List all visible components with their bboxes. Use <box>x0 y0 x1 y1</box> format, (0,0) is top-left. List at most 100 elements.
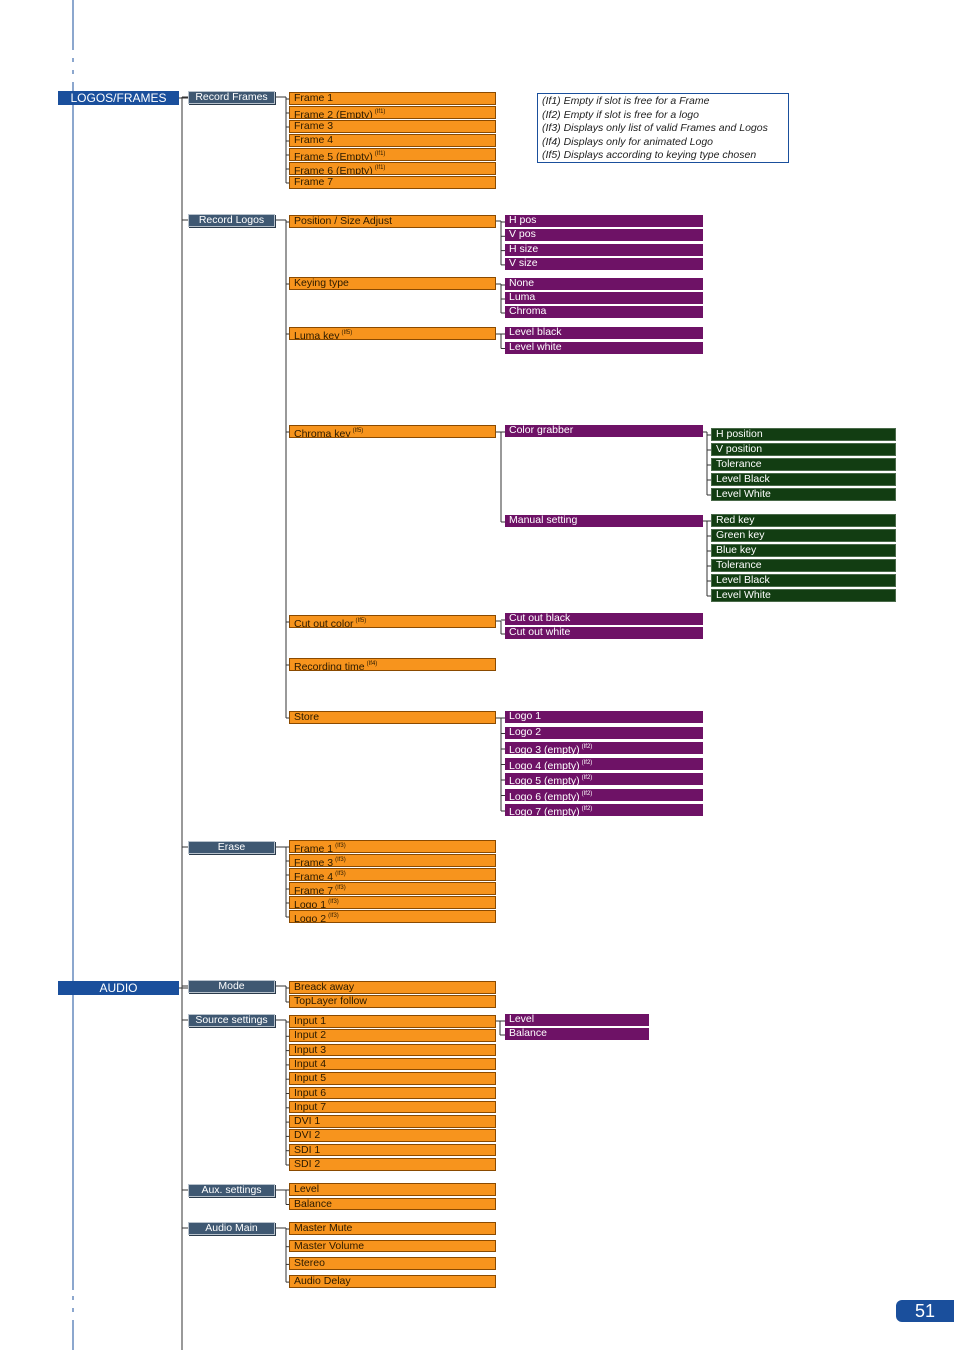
purple-menu-item[interactable]: Luma <box>505 292 703 304</box>
menu-item-label: Level <box>294 1183 320 1195</box>
orange-menu-item[interactable]: Logo 2(If3) <box>289 910 496 923</box>
menu-item-label: Aux. settings <box>201 1184 262 1196</box>
orange-menu-item[interactable]: Logo 1(If3) <box>289 896 496 909</box>
green-menu-item[interactable]: H position <box>711 428 896 441</box>
orange-menu-item[interactable]: Chroma key(If5) <box>289 425 496 438</box>
menu-item-label: Frame 3 <box>294 857 334 867</box>
menu-item-label: Frame 3 <box>294 120 334 132</box>
menu-item-label: Position / Size Adjust <box>294 215 393 227</box>
green-menu-item[interactable]: Tolerance <box>711 458 896 471</box>
submenu-audio-main[interactable]: Audio Main <box>188 1222 275 1235</box>
orange-menu-item[interactable]: Frame 6 (Empty)(If1) <box>289 162 496 175</box>
orange-menu-item[interactable]: Luma key(If5) <box>289 327 496 340</box>
orange-menu-item[interactable]: Cut out color(If5) <box>289 615 496 628</box>
purple-menu-item[interactable]: Logo 2 <box>505 726 703 739</box>
footnote-marker: (If1) <box>374 109 386 115</box>
orange-menu-item[interactable]: Frame 4(If3) <box>289 868 496 881</box>
orange-menu-item[interactable]: DVI 2 <box>289 1129 496 1142</box>
orange-menu-item[interactable]: Input 4 <box>289 1057 496 1071</box>
purple-menu-item[interactable]: V size <box>505 257 703 270</box>
green-menu-item[interactable]: Red key <box>711 514 896 527</box>
purple-menu-item[interactable]: Level white <box>505 341 703 354</box>
section-logos-frames[interactable]: LOGOS/FRAMES <box>58 91 179 105</box>
orange-menu-item[interactable]: Input 1 <box>289 1015 496 1028</box>
menu-item-label: Recording time <box>294 661 365 671</box>
orange-menu-item[interactable]: DVI 1 <box>289 1115 496 1128</box>
menu-item-label: Tolerance <box>716 559 762 571</box>
green-menu-item[interactable]: Level Black <box>711 574 896 587</box>
purple-menu-item[interactable]: V pos <box>505 229 703 242</box>
menu-item-label: None <box>509 278 535 289</box>
orange-menu-item[interactable]: Frame 1 <box>289 92 496 105</box>
purple-menu-item[interactable]: Logo 3 (empty)(If2) <box>505 742 703 754</box>
submenu-mode[interactable]: Mode <box>188 980 275 993</box>
orange-menu-item[interactable]: Input 7 <box>289 1100 496 1114</box>
purple-menu-item[interactable]: Color grabber <box>505 425 703 437</box>
purple-menu-item[interactable]: H pos <box>505 215 703 227</box>
menu-item-label: Input 7 <box>294 1100 327 1113</box>
orange-menu-item[interactable]: Frame 4 <box>289 134 496 147</box>
orange-menu-item[interactable]: Recording time(If4) <box>289 658 496 671</box>
purple-menu-item[interactable]: Balance <box>505 1028 649 1040</box>
orange-menu-item[interactable]: TopLayer follow <box>289 995 496 1008</box>
menu-item-label: V size <box>509 257 538 269</box>
purple-menu-item[interactable]: Cut out black <box>505 613 703 625</box>
orange-menu-item[interactable]: Breack away <box>289 981 496 994</box>
purple-menu-item[interactable]: Logo 4 (empty)(If2) <box>505 757 703 770</box>
menu-item-label: Green key <box>716 529 765 541</box>
green-menu-item[interactable]: Tolerance <box>711 559 896 572</box>
menu-item-label: Source settings <box>195 1014 268 1026</box>
menu-item-label: Level Black <box>716 574 770 586</box>
submenu-record-frames[interactable]: Record Frames <box>188 91 275 104</box>
submenu-aux-settings[interactable]: Aux. settings <box>188 1184 275 1197</box>
orange-menu-item[interactable]: Input 2 <box>289 1029 496 1042</box>
purple-menu-item[interactable]: H size <box>505 243 703 256</box>
orange-menu-item[interactable]: Frame 7(If3) <box>289 882 496 895</box>
green-menu-item[interactable]: Level White <box>711 488 896 501</box>
orange-menu-item[interactable]: Input 6 <box>289 1086 496 1099</box>
submenu-record-logos[interactable]: Record Logos <box>188 214 275 227</box>
purple-menu-item[interactable]: Manual setting <box>505 515 703 527</box>
purple-menu-item[interactable]: None <box>505 278 703 290</box>
green-menu-item[interactable]: Blue key <box>711 544 896 557</box>
orange-menu-item[interactable]: Stereo <box>289 1257 496 1270</box>
purple-menu-item[interactable]: Logo 5 (empty)(If2) <box>505 773 703 785</box>
orange-menu-item[interactable]: Frame 3 <box>289 120 496 133</box>
orange-menu-item[interactable]: Frame 1(If3) <box>289 840 496 853</box>
orange-menu-item[interactable]: SDI 1 <box>289 1143 496 1157</box>
menu-item-label: Input 4 <box>294 1057 327 1070</box>
purple-menu-item[interactable]: Cut out white <box>505 627 703 639</box>
orange-menu-item[interactable]: Level <box>289 1183 496 1196</box>
purple-menu-item[interactable]: Logo 7 (empty)(If2) <box>505 804 703 816</box>
purple-menu-item[interactable]: Level <box>505 1014 649 1026</box>
orange-menu-item[interactable]: Master Mute <box>289 1222 496 1235</box>
purple-menu-item[interactable]: Logo 6 (empty)(If2) <box>505 788 703 801</box>
orange-menu-item[interactable]: Position / Size Adjust <box>289 215 496 228</box>
green-menu-item[interactable]: Level White <box>711 589 896 602</box>
submenu-erase[interactable]: Erase <box>188 841 275 854</box>
orange-menu-item[interactable]: Frame 5 (Empty)(If1) <box>289 148 496 161</box>
menu-item-label: Red key <box>716 514 755 526</box>
orange-menu-item[interactable]: Balance <box>289 1197 496 1210</box>
orange-menu-item[interactable]: Master Volume <box>289 1239 496 1253</box>
orange-menu-item[interactable]: Frame 3(If3) <box>289 854 496 867</box>
orange-menu-item[interactable]: Audio Delay <box>289 1275 496 1288</box>
menu-item-label: Input 2 <box>294 1029 327 1042</box>
purple-menu-item[interactable]: Logo 1 <box>505 711 703 723</box>
menu-item-label: Frame 5 (Empty) <box>294 151 373 161</box>
section-audio[interactable]: AUDIO <box>58 981 179 995</box>
orange-menu-item[interactable]: Input 3 <box>289 1043 496 1057</box>
submenu-source-settings[interactable]: Source settings <box>188 1014 275 1027</box>
orange-menu-item[interactable]: Frame 7 <box>289 176 496 189</box>
orange-menu-item[interactable]: Frame 2 (Empty)(If1) <box>289 106 496 119</box>
green-menu-item[interactable]: V position <box>711 443 896 456</box>
purple-menu-item[interactable]: Level black <box>505 327 703 339</box>
purple-menu-item[interactable]: Chroma <box>505 306 703 318</box>
menu-item-label: Level White <box>716 488 771 500</box>
orange-menu-item[interactable]: Store <box>289 711 496 724</box>
orange-menu-item[interactable]: Input 5 <box>289 1072 496 1085</box>
orange-menu-item[interactable]: SDI 2 <box>289 1158 496 1171</box>
green-menu-item[interactable]: Green key <box>711 529 896 542</box>
orange-menu-item[interactable]: Keying type <box>289 277 496 290</box>
green-menu-item[interactable]: Level Black <box>711 473 896 486</box>
